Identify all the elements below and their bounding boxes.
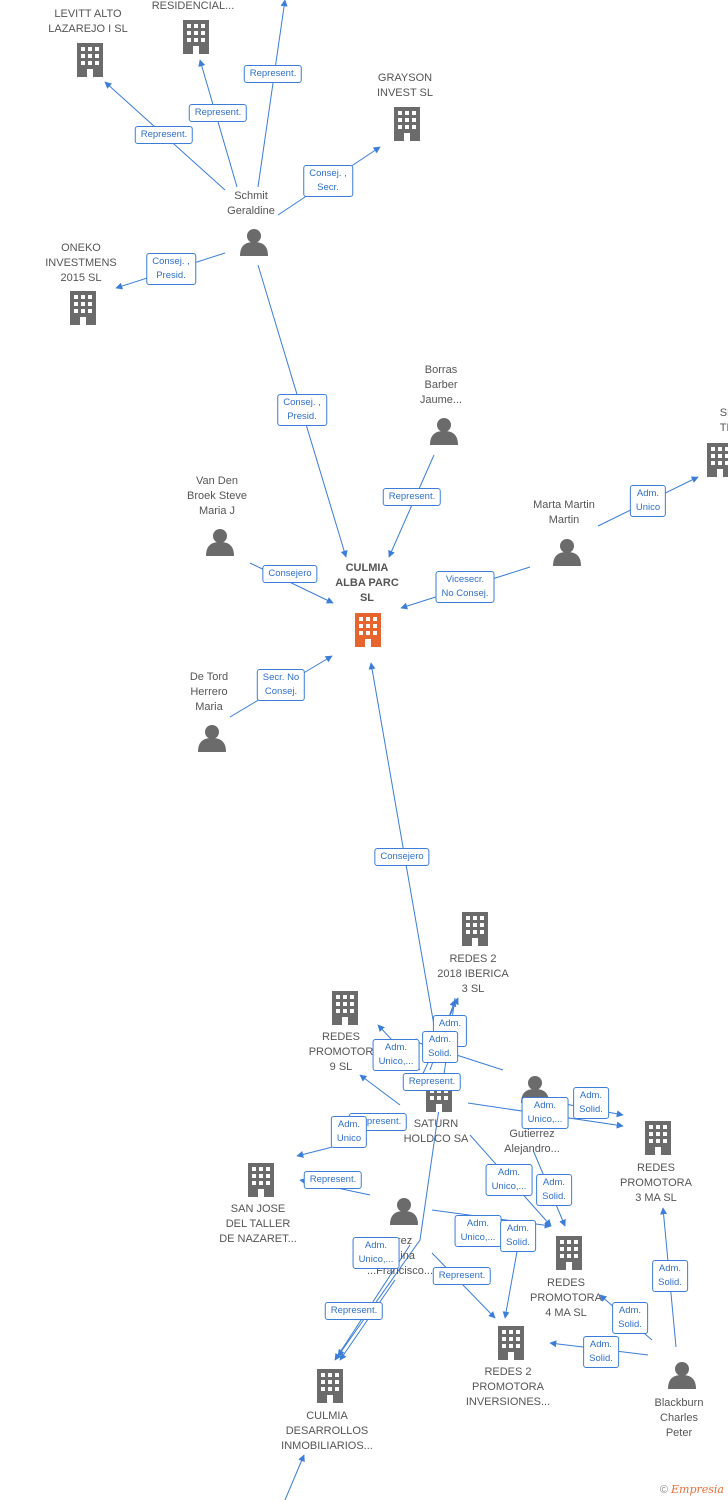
relation-label-e3[interactable]: Represent.	[243, 65, 303, 83]
node-label-vanden[interactable]: Van Den Broek Steve Maria J	[187, 475, 247, 517]
relation-label-e31[interactable]: Adm. Solid.	[583, 1336, 619, 1368]
copyright-icon: ©	[659, 1484, 668, 1496]
node-label-redes3ma[interactable]: REDES PROMOTORA 3 MA SL	[620, 1162, 692, 1204]
node-label-redes4ma[interactable]: REDES PROMOTORA 4 MA SL	[530, 1277, 602, 1319]
building-icon[interactable]	[707, 443, 728, 477]
relation-label-e6[interactable]: Consej. , Presid.	[277, 394, 327, 426]
relation-label-e9[interactable]: Consejero	[262, 565, 318, 583]
relation-label-e14[interactable]: Adm. Solid.	[422, 1031, 458, 1063]
person-icon[interactable]	[198, 725, 226, 752]
node-label-schmit[interactable]: Schmit Geraldine	[227, 190, 275, 217]
node-label-culmiades[interactable]: CULMIA DESARROLLOS INMOBILIARIOS...	[281, 1410, 373, 1452]
person-icon[interactable]	[430, 418, 458, 445]
edge-line	[388, 454, 435, 558]
footer: © Empresia	[660, 1483, 724, 1496]
edge-line	[339, 1279, 396, 1361]
node-label-redes2prom[interactable]: REDES 2 PROMOTORA INVERSIONES...	[465, 1366, 551, 1408]
relation-label-e21[interactable]: Represent.	[303, 1171, 363, 1189]
node-label-saturn[interactable]: SATURN HOLDCO SA	[403, 1118, 469, 1145]
building-icon[interactable]	[645, 1121, 671, 1155]
relation-label-e28[interactable]: Represent.	[324, 1302, 384, 1320]
building-icon[interactable]	[183, 20, 209, 54]
node-label-sanjose[interactable]: SAN JOSE DEL TALLER DE NAZARET...	[219, 1203, 297, 1245]
building-icon[interactable]	[355, 613, 381, 647]
relation-label-e16[interactable]: Represent.	[402, 1073, 462, 1091]
person-icon[interactable]	[668, 1362, 696, 1389]
relation-label-e11[interactable]: Secr. No Consej.	[256, 669, 306, 701]
person-icon[interactable]	[553, 539, 581, 566]
relation-label-e27[interactable]: Represent.	[432, 1267, 492, 1285]
node-label-culmia[interactable]: CULMIA ALBA PARC SL	[335, 562, 399, 604]
relation-label-e10[interactable]: Vicesecr. No Consej.	[435, 571, 495, 603]
node-label-grayson[interactable]: GRAYSON INVEST SL	[376, 72, 434, 99]
relation-label-e1[interactable]: Represent.	[134, 126, 194, 144]
edge-line	[359, 1074, 401, 1106]
relation-label-e24[interactable]: Adm. Unico,...	[454, 1215, 502, 1247]
edge-line	[257, 0, 288, 188]
relation-label-e26[interactable]: Adm. Unico,...	[352, 1237, 400, 1269]
node-label-redes2018[interactable]: REDES 2 2018 IBERICA 3 SL	[437, 953, 509, 995]
building-icon[interactable]	[77, 43, 103, 77]
relation-label-e30[interactable]: Adm. Solid.	[612, 1302, 648, 1334]
node-label-marta[interactable]: Marta Martin Martin	[533, 499, 595, 526]
relation-label-e18[interactable]: Adm. Unico,...	[521, 1097, 569, 1129]
node-label-levitt[interactable]: LEVITT ALTO LAZAREJO I SL	[48, 8, 128, 35]
node-label-oneko[interactable]: ONEKO INVESTMENS 2015 SL	[45, 242, 117, 284]
relation-label-e17[interactable]: Adm. Solid.	[573, 1087, 609, 1119]
building-icon[interactable]	[498, 1326, 524, 1360]
edge-line	[198, 59, 238, 188]
relation-label-e4[interactable]: Consej. , Secr.	[303, 165, 353, 197]
person-icon[interactable]	[240, 229, 268, 256]
building-icon[interactable]	[556, 1236, 582, 1270]
relation-label-e23[interactable]: Adm. Solid.	[536, 1174, 572, 1206]
relation-label-e29[interactable]: Adm. Solid.	[652, 1260, 688, 1292]
edge-line	[284, 1454, 305, 1500]
relation-label-e20[interactable]: Adm. Unico	[330, 1116, 368, 1148]
building-icon[interactable]	[248, 1163, 274, 1197]
building-icon[interactable]	[332, 991, 358, 1025]
node-label-gutierrez[interactable]: Gutierrez Alejandro...	[504, 1128, 560, 1155]
node-label-detord[interactable]: De Tord Herrero Maria	[189, 671, 229, 713]
relation-label-e7[interactable]: Represent.	[382, 488, 442, 506]
brand-logo[interactable]: Empresia	[671, 1483, 724, 1496]
relation-label-e8[interactable]: Adm. Unico	[629, 485, 667, 517]
relation-label-e12[interactable]: Consejero	[374, 848, 430, 866]
building-icon[interactable]	[70, 291, 96, 325]
relation-label-e25[interactable]: Adm. Solid.	[500, 1220, 536, 1252]
node-label-shar[interactable]: SHAR TEAM	[719, 407, 728, 434]
node-label-borras[interactable]: Borras Barber Jaume...	[419, 364, 463, 406]
relation-label-e5[interactable]: Consej. , Presid.	[146, 253, 196, 285]
node-label-redes9[interactable]: REDES PROMOTOR 9 SL	[308, 1031, 374, 1073]
node-label-residencial[interactable]: RESIDENCIAL...	[151, 0, 235, 12]
building-icon[interactable]	[394, 107, 420, 141]
person-icon[interactable]	[390, 1198, 418, 1225]
building-icon[interactable]	[317, 1369, 343, 1403]
relation-label-e2[interactable]: Represent.	[188, 104, 248, 122]
relation-label-e22[interactable]: Adm. Unico,...	[485, 1164, 533, 1196]
person-icon[interactable]	[206, 529, 234, 556]
edge-line	[431, 1252, 496, 1319]
building-icon[interactable]	[462, 912, 488, 946]
node-label-blackburn[interactable]: Blackburn Charles Peter	[654, 1397, 704, 1439]
relation-label-e15[interactable]: Adm. Unico,...	[372, 1039, 420, 1071]
